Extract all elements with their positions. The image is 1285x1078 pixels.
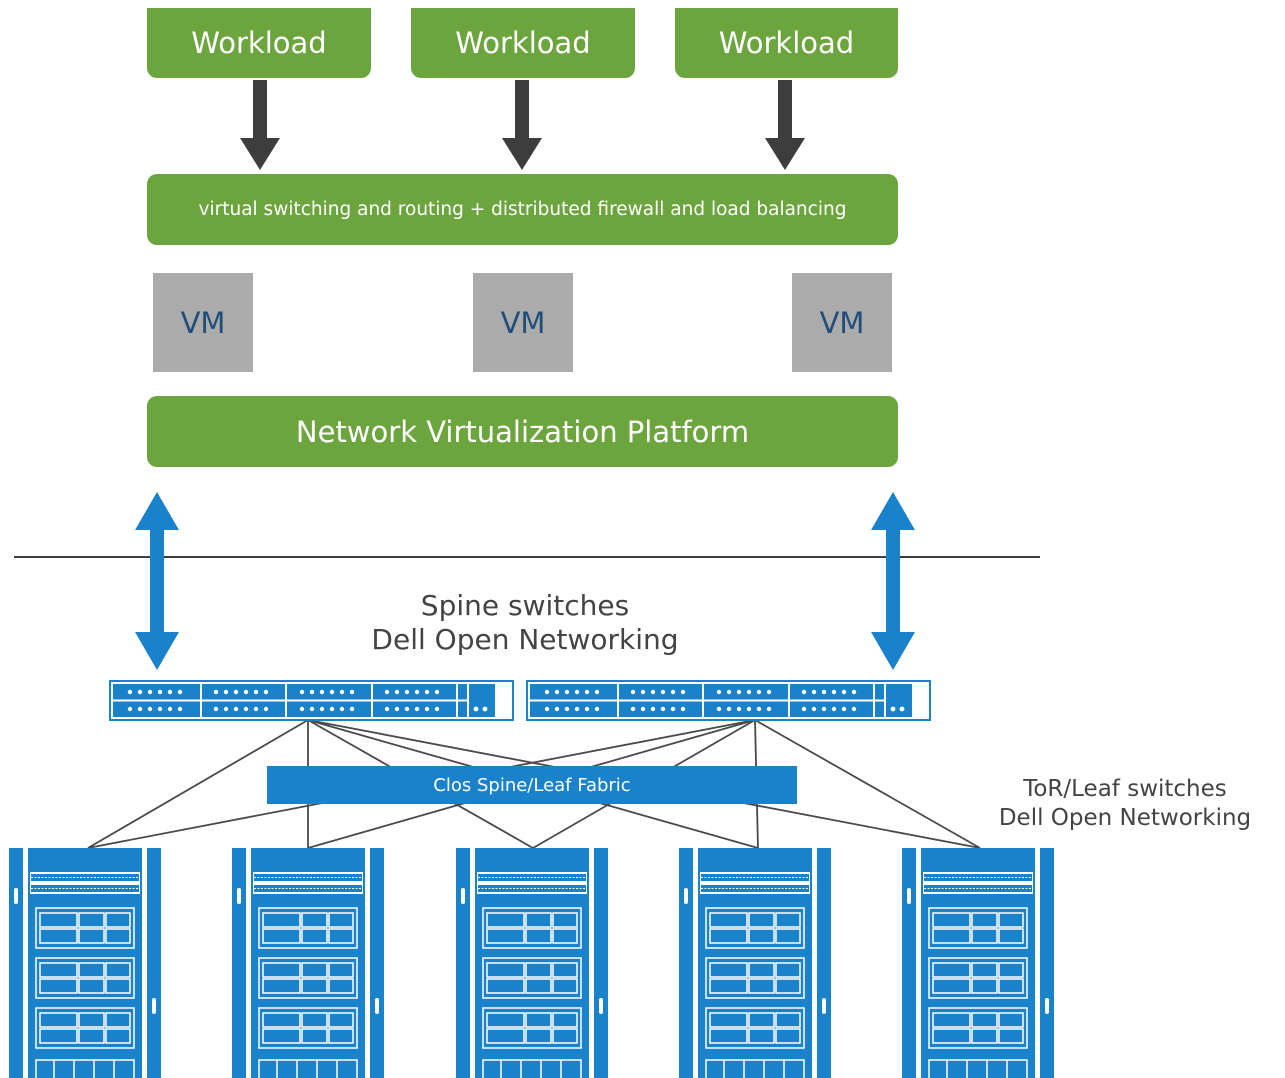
spine-label-line2: Dell Open Networking [371,623,679,656]
workload-box-2: Workload [411,8,635,78]
leaf-rack-3 [455,847,609,1078]
network-virtualization-platform: Network Virtualization Platform [147,396,898,467]
down-arrow-icons [240,80,805,170]
leaf-rack-2 [231,847,385,1078]
vm-box-2: VM [473,273,573,372]
vm-box-1: VM [153,273,253,372]
bidirectional-arrow-icons [135,492,915,670]
tor-label-line1: ToR/Leaf switches [1023,776,1227,802]
virtual-switching-layer: virtual switching and routing + distribu… [147,174,898,245]
vm-box-3: VM [792,273,892,372]
workload-box-3: Workload [675,8,898,78]
spine-label-line1: Spine switches [420,589,630,622]
spine-switch-right [526,680,931,721]
leaf-rack-1 [8,847,162,1078]
spine-switches-label: Spine switches Dell Open Networking [325,589,725,657]
spine-switch-left [109,680,514,721]
leaf-rack-5 [901,847,1055,1078]
clos-fabric-bar: Clos Spine/Leaf Fabric [267,766,797,804]
tor-label-line2: Dell Open Networking [998,805,1252,831]
workload-box-1: Workload [147,8,371,78]
leaf-rack-4 [678,847,832,1078]
tor-switches-label: ToR/Leaf switches Dell Open Networking [970,775,1280,833]
